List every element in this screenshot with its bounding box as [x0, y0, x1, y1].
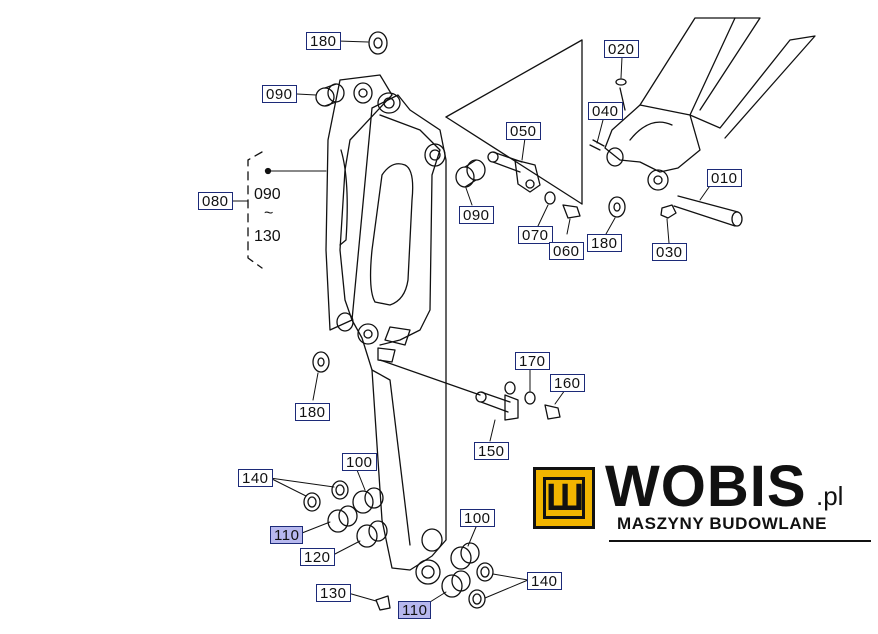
- logo-brand-name: WOBIS: [605, 454, 807, 519]
- pin-150: [379, 359, 519, 421]
- part-label-040[interactable]: 040: [588, 102, 623, 120]
- wobis-logo-icon: Ш: [533, 467, 595, 529]
- range-bracket: [247, 151, 263, 269]
- part-label-020[interactable]: 020: [604, 40, 639, 58]
- part-label-080[interactable]: 080: [198, 192, 233, 210]
- part-label-180[interactable]: 180: [587, 234, 622, 252]
- washer-180-top: [368, 31, 388, 55]
- arm-left-slot: [339, 149, 348, 246]
- part-label-100[interactable]: 100: [460, 509, 495, 527]
- washer-170: [524, 391, 536, 405]
- pivot-top-left: [353, 82, 373, 104]
- bushing-110-right: [441, 570, 471, 598]
- leader-dot: [264, 167, 272, 175]
- part-label-010[interactable]: 010: [707, 169, 742, 187]
- part-label-090[interactable]: 090: [262, 85, 297, 103]
- bushing-090-right: [455, 159, 486, 188]
- bolt-060: [562, 204, 581, 219]
- washer-180-inset: [608, 196, 626, 218]
- part-label-180[interactable]: 180: [295, 403, 330, 421]
- seal-140-b: [331, 480, 349, 500]
- bushing-090-left: [315, 83, 345, 107]
- bushing-120: [356, 520, 388, 548]
- pin-010: [673, 195, 743, 227]
- spring-040: [589, 139, 605, 151]
- arm-body: [351, 94, 447, 571]
- pivot-bottom-upper: [421, 528, 443, 552]
- part-label-050[interactable]: 050: [506, 122, 541, 140]
- nut-030: [660, 204, 677, 219]
- range-from-label: 090: [254, 186, 281, 203]
- bushing-100-left: [352, 487, 384, 514]
- part-label-120[interactable]: 120: [300, 548, 335, 566]
- logo-underline: [609, 540, 871, 542]
- seal-140-a: [303, 492, 321, 512]
- seal-140-c: [476, 562, 494, 582]
- part-label-160[interactable]: 160: [550, 374, 585, 392]
- bushing-110-left: [327, 505, 358, 533]
- part-label-150[interactable]: 150: [474, 442, 509, 460]
- arm-left-plate: [325, 74, 393, 331]
- part-label-170[interactable]: 170: [515, 352, 550, 370]
- range-separator: ~: [264, 205, 274, 222]
- part-label-140[interactable]: 140: [238, 469, 273, 487]
- part-label-060[interactable]: 060: [549, 242, 584, 260]
- arm-window: [369, 163, 414, 306]
- lug: [384, 326, 411, 346]
- part-label-110-highlighted[interactable]: 110: [270, 526, 304, 544]
- wobis-logo: Ш WOBIS .pl MASZYNY BUDOWLANE: [533, 454, 873, 547]
- arm-inner-edge: [379, 114, 441, 346]
- bushing-100-right: [450, 542, 480, 570]
- pivot-lower-right: [357, 323, 379, 345]
- part-label-110-highlighted[interactable]: 110: [398, 601, 432, 619]
- part-label-180[interactable]: 180: [306, 32, 341, 50]
- pivot-mid: [424, 143, 446, 167]
- washer-180-mid: [312, 351, 330, 373]
- grease-nipple-130: [375, 595, 391, 611]
- range-to-label: 130: [254, 228, 281, 245]
- pivot-top-right: [377, 92, 401, 114]
- part-label-090[interactable]: 090: [459, 206, 494, 224]
- logo-subtitle: MASZYNY BUDOWLANE: [617, 514, 828, 533]
- part-label-140[interactable]: 140: [527, 572, 562, 590]
- pivot-lower-left: [336, 312, 354, 332]
- bolt-160: [544, 404, 561, 420]
- arm-lower-strip: [371, 369, 411, 546]
- boom-end: [604, 17, 816, 191]
- part-label-030[interactable]: 030: [652, 243, 687, 261]
- washer-070: [544, 191, 556, 205]
- pivot-bottom-lower: [415, 559, 441, 585]
- part-label-100[interactable]: 100: [342, 453, 377, 471]
- logo-domain-suffix: .pl: [816, 481, 844, 511]
- part-label-070[interactable]: 070: [518, 226, 553, 244]
- seal-140-d: [468, 589, 486, 609]
- part-label-130[interactable]: 130: [316, 584, 351, 602]
